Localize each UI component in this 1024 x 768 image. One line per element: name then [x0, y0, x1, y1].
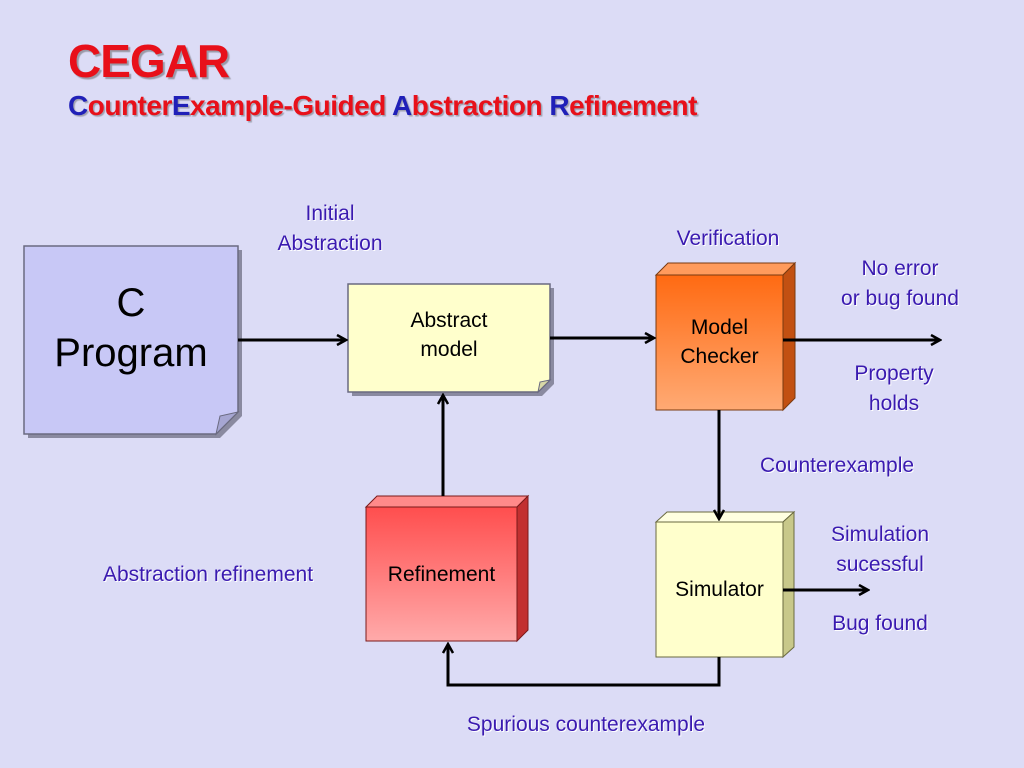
simulation-successful-label: Simulation sucessful: [810, 520, 950, 580]
subtitle-part: bstraction: [411, 90, 550, 121]
refinement-label: Refinement: [387, 563, 496, 586]
connectors: [238, 338, 940, 687]
property-holds-line1: Property: [854, 362, 934, 385]
no-error-line2: or bug found: [841, 287, 959, 310]
subtitle-part: ounter: [87, 90, 173, 121]
simulation-successful-line1: Simulation: [830, 523, 930, 546]
no-error-line1: No error: [861, 257, 939, 280]
subtitle-part: efinement: [569, 90, 697, 121]
spurious-counterexample-label: Spurious counterexample: [466, 713, 706, 736]
abstract-model-box: [347, 283, 554, 396]
abstract-model-line1: Abstract: [410, 309, 488, 332]
c-program-line1: C: [116, 281, 146, 325]
slide-title: CEGAR: [68, 35, 230, 87]
initial-abstraction-label: Initial Abstraction: [260, 199, 400, 259]
initial-abstraction-line2: Abstraction: [277, 232, 383, 255]
model-checker-line2: Checker: [680, 345, 759, 368]
simulation-successful-line2: sucessful: [836, 553, 924, 576]
subtitle-part: C: [68, 90, 88, 121]
abstract-model-line2: model: [420, 338, 478, 361]
subtitle-part: xample-Guided: [190, 90, 393, 121]
model-checker-label: Model Checker: [656, 313, 783, 371]
c-program-box: [23, 245, 242, 438]
property-holds-label: Property holds: [830, 359, 958, 419]
c-program-line2: Program: [54, 331, 208, 375]
verification-label: Verification: [676, 227, 780, 250]
slide-subtitle: CounterExample-Guided Abstraction Refine…: [68, 90, 697, 122]
arrow-spurious-loop: [448, 644, 721, 687]
abstract-model-label: Abstract model: [348, 306, 550, 364]
counterexample-label: Counterexample: [759, 454, 915, 477]
c-program-label: C Program: [24, 278, 238, 378]
property-holds-line2: holds: [868, 392, 920, 415]
bug-found-label: Bug found: [832, 612, 928, 635]
no-error-label: No error or bug found: [820, 254, 980, 314]
subtitle-part: A: [392, 90, 412, 121]
refinement-box: [364, 494, 530, 643]
simulator-box: [654, 510, 796, 659]
initial-abstraction-line1: Initial: [305, 202, 355, 225]
subtitle-part: R: [549, 90, 570, 121]
simulator-label: Simulator: [675, 578, 764, 601]
model-checker-line1: Model: [690, 316, 749, 339]
abstraction-refinement-label: Abstraction refinement: [102, 563, 314, 586]
model-checker-box: [654, 261, 797, 412]
subtitle-part: E: [171, 90, 191, 121]
